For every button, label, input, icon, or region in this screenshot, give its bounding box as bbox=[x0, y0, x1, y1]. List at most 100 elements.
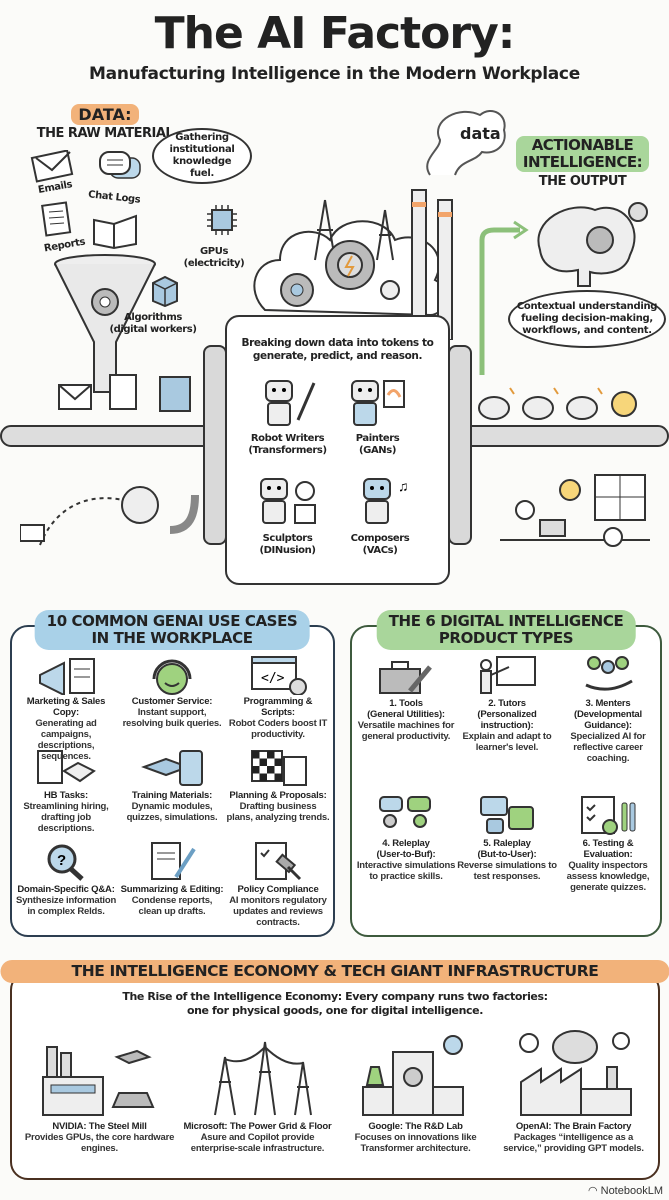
product-type-title: 4. Releplay bbox=[382, 838, 430, 849]
power-grid-icon bbox=[214, 1041, 312, 1116]
robot-label-writers: Robot Writers(Transformers) bbox=[240, 433, 335, 457]
use-case-title: HB Tasks: bbox=[44, 790, 88, 801]
smoke-data-label: data bbox=[460, 124, 501, 143]
chat-icon bbox=[99, 151, 141, 179]
algorithm-cube-icon bbox=[152, 275, 178, 307]
product-type-title: 2. Tutors bbox=[488, 698, 526, 709]
use-case-title: Training Materials: bbox=[131, 790, 213, 801]
notebooklm-watermark: ◠ NotebookLM bbox=[588, 1184, 663, 1197]
infrastructure-item: OpenAI: The Brain Factory Packages “inte… bbox=[496, 1025, 651, 1154]
gear-cloud-icon bbox=[253, 199, 448, 317]
use-case-title: Programming & Scripts: bbox=[243, 696, 313, 718]
page-title: The AI Factory: bbox=[154, 8, 516, 59]
use-case-title: Policy Compliance bbox=[237, 884, 319, 895]
mentor-icon bbox=[585, 656, 633, 691]
use-case-title: Summarizing & Editing: bbox=[120, 884, 224, 895]
infrastructure-item: Microsoft: The Power Grid & Floor Asure … bbox=[180, 1025, 335, 1154]
checkerboard-icon bbox=[251, 750, 307, 786]
gpus-sub: (electricity) bbox=[183, 258, 245, 269]
infrastructure-desc: Focuses on innovations like Transformer … bbox=[354, 1132, 477, 1154]
clipboard-icon bbox=[581, 796, 636, 835]
infrastructure-title: NVIDIA: The Steel Mill bbox=[52, 1121, 147, 1132]
robot-sub: (GANs) bbox=[358, 445, 396, 456]
product-type-item: 3. Menters (Developmental Guidance): Spe… bbox=[558, 652, 658, 764]
input-label-reports: Reports bbox=[43, 236, 86, 255]
robot-name: Sculptors bbox=[262, 533, 313, 544]
use-case-desc: AI monitors regulatory updates and revie… bbox=[229, 895, 327, 928]
graduation-cap-icon bbox=[141, 750, 203, 786]
product-type-desc: Reverse simulations to test responses. bbox=[457, 860, 557, 882]
use-case-title: Customer Service: bbox=[131, 696, 213, 707]
megaphone-icon bbox=[39, 658, 95, 695]
input-label-emails: Emails bbox=[37, 179, 74, 196]
infrastructure-title: Microsoft: The Power Grid & Floor bbox=[183, 1121, 332, 1132]
robot-sub: (VACs) bbox=[362, 545, 398, 556]
infrastructure-title: Google: The R&D Lab bbox=[368, 1121, 463, 1132]
lightbulb-brains-icon bbox=[478, 387, 637, 420]
product-type-item: 6. Testing & Evaluation: Quality inspect… bbox=[558, 792, 658, 893]
output-subheading: THE OUTPUT bbox=[538, 174, 627, 189]
robot-name: Painters bbox=[355, 433, 400, 444]
use-case-desc: Generating ad campaigns, descriptions, s… bbox=[35, 718, 97, 762]
infrastructure-desc: Provides GPUs, the core hardware engines… bbox=[24, 1132, 175, 1154]
steel-mill-icon bbox=[42, 1046, 155, 1116]
product-type-sub: (But-to-User): bbox=[477, 849, 537, 860]
output-heading-line2: INTELLIGENCE: bbox=[522, 153, 643, 171]
algorithms-sub: (digital workers) bbox=[109, 324, 197, 335]
algorithms-label: Algorithms(digital workers) bbox=[108, 312, 198, 336]
factory-side-left bbox=[203, 345, 227, 545]
robot-label-painters: Painters(GANs) bbox=[340, 433, 415, 457]
watermark-text: NotebookLM bbox=[600, 1185, 663, 1197]
economy-intro-line1: The Rise of the Intelligence Economy: Ev… bbox=[122, 990, 548, 1003]
robot-sub: (DINusion) bbox=[259, 545, 316, 556]
factory-side-right bbox=[448, 345, 472, 545]
infrastructure-title: OpenAI: The Brain Factory bbox=[515, 1121, 632, 1132]
code-icon: </> bbox=[251, 656, 307, 695]
economy-intro-line2: one for physical goods, one for digital … bbox=[186, 1004, 484, 1017]
headset-icon bbox=[152, 659, 192, 695]
product-types-title-line2: PRODUCT TYPES bbox=[438, 629, 574, 647]
robot-name: Robot Writers bbox=[250, 433, 325, 444]
product-type-sub: (Developmental Guidance): bbox=[574, 709, 642, 731]
infrastructure-item: Google: The R&D Lab Focuses on innovatio… bbox=[338, 1025, 493, 1154]
conversation-icon bbox=[379, 796, 431, 828]
use-case-item: Customer Service: Instant support, resol… bbox=[120, 652, 224, 729]
toolbox-icon bbox=[379, 661, 432, 694]
infrastructure-item: NVIDIA: The Steel Mill Provides GPUs, th… bbox=[22, 1025, 177, 1154]
gavel-icon bbox=[255, 842, 302, 881]
gpus-label: GPUs(electricity) bbox=[182, 246, 246, 270]
gpu-chip-icon bbox=[207, 205, 237, 235]
data-subheading: THE RAW MATERIAL bbox=[36, 126, 174, 141]
product-type-sub: (User-to-Buf): bbox=[376, 849, 436, 860]
use-case-title: Domain-Specific Q&A: bbox=[17, 884, 115, 895]
product-type-sub: (General Utilities): bbox=[367, 709, 445, 720]
svg-text:?: ? bbox=[57, 852, 66, 869]
use-case-desc: Robot Coders boost IT productivity. bbox=[228, 718, 328, 740]
use-case-item: </> Programming & Scripts: Robot Coders … bbox=[226, 652, 330, 740]
gpus-title: GPUs bbox=[199, 246, 228, 257]
robot-chat-icon bbox=[480, 796, 534, 834]
product-type-title: 6. Testing & Evaluation: bbox=[582, 838, 634, 860]
robot-name: Composers bbox=[350, 533, 410, 544]
use-case-desc: Dynamic modules, quizzes, simulations. bbox=[126, 801, 218, 823]
use-case-item: Training Materials: Dynamic modules, qui… bbox=[120, 746, 224, 823]
input-pipe-scene-icon bbox=[20, 486, 199, 546]
robot-label-composers: Composers(VACs) bbox=[340, 533, 420, 557]
product-type-item: 2. Tutors (Personalized instruction): Ex… bbox=[457, 652, 557, 753]
output-heading-line1: ACTIONABLE bbox=[531, 136, 634, 154]
lab-icon bbox=[362, 1035, 464, 1116]
product-type-title: 1. Tools bbox=[389, 698, 423, 709]
page-subtitle: Manufacturing Intelligence in the Modern… bbox=[89, 64, 580, 84]
input-label-chat-logs: Chat Logs bbox=[87, 189, 141, 206]
product-type-desc: Specialized AI for reflective career coa… bbox=[570, 731, 646, 764]
product-type-item: 4. Releplay (User-to-Buf): Interactive s… bbox=[356, 792, 456, 882]
magnifier-icon: ? bbox=[47, 844, 84, 881]
use-cases-title-line1: 10 COMMON GENAI USE CASES bbox=[46, 612, 298, 630]
use-case-title: Marketing & Sales Copy: bbox=[26, 696, 106, 718]
product-type-title: 5. Raleplay bbox=[483, 838, 531, 849]
output-arrow-icon bbox=[479, 220, 529, 375]
algorithms-title: Algorithms bbox=[124, 312, 182, 323]
use-case-item: Summarizing & Editing: Condense reports,… bbox=[120, 840, 224, 917]
economy-intro: The Rise of the Intelligence Economy: Ev… bbox=[20, 990, 650, 1018]
